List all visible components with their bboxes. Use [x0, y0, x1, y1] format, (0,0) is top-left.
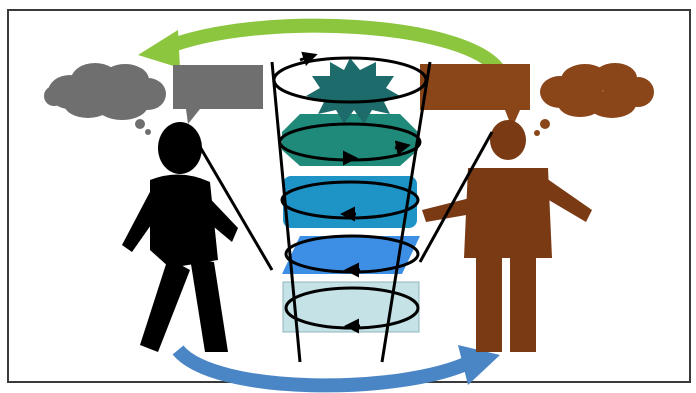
rounded-rectangle-shape	[283, 176, 417, 228]
